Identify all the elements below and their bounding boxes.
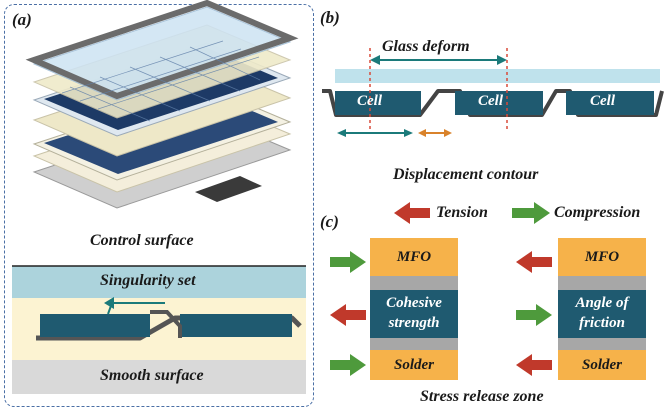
right-middle-line2: friction — [579, 315, 625, 331]
right-middle-line1: Angle of — [575, 295, 629, 311]
smooth-band — [12, 360, 306, 394]
stress-release-zone-label: Stress release zone — [420, 388, 544, 405]
right-stack — [558, 238, 646, 380]
left-top-compression-arrow — [330, 251, 366, 273]
right-bottom-tension-arrow — [516, 354, 552, 376]
left-bottom-compression-arrow — [330, 354, 366, 376]
panel-c-label: (c) — [320, 212, 339, 231]
left-middle-line1: Cohesive — [386, 295, 442, 311]
glass-layer — [32, 6, 292, 101]
singularity-set-label: Singularity set — [100, 272, 196, 289]
left-mfo-label: MFO — [396, 249, 432, 265]
compression-legend-label: Compression — [554, 204, 641, 221]
displacement-contour-label: Displacement contour — [393, 166, 539, 183]
right-mfo-label: MFO — [584, 249, 620, 265]
tension-legend-arrow — [394, 202, 430, 224]
cell-label-3: Cell — [590, 93, 615, 109]
panel-b-label: (b) — [320, 8, 340, 27]
left-mid-tension-arrow — [330, 304, 366, 326]
right-mid-compression-arrow — [516, 304, 552, 326]
left-middle-line2: strength — [388, 315, 440, 331]
cell-1 — [335, 91, 421, 115]
cell-3 — [566, 91, 654, 115]
right-top-tension-arrow — [516, 251, 552, 273]
singularity-arrow — [104, 297, 165, 315]
right-solder-label: Solder — [581, 357, 622, 373]
cell-label-2: Cell — [478, 93, 503, 109]
junction-box — [195, 176, 262, 202]
glass-deform-label: Glass deform — [382, 38, 470, 55]
tension-legend-label: Tension — [436, 204, 488, 221]
smooth-surface-label: Smooth surface — [100, 367, 204, 384]
panel-a-label: (a) — [12, 10, 32, 29]
singularity-band — [12, 266, 306, 298]
cell-grid — [61, 40, 261, 122]
panel-a-frame — [4, 4, 314, 407]
left-stack — [370, 238, 458, 380]
cell-section — [36, 310, 302, 341]
cell-2 — [455, 91, 543, 115]
control-surface-label: Control surface — [90, 232, 194, 249]
glass-strip — [335, 69, 660, 83]
compression-legend-arrow — [512, 202, 550, 224]
left-solder-label: Solder — [393, 357, 434, 373]
cell-label-1: Cell — [357, 93, 382, 109]
